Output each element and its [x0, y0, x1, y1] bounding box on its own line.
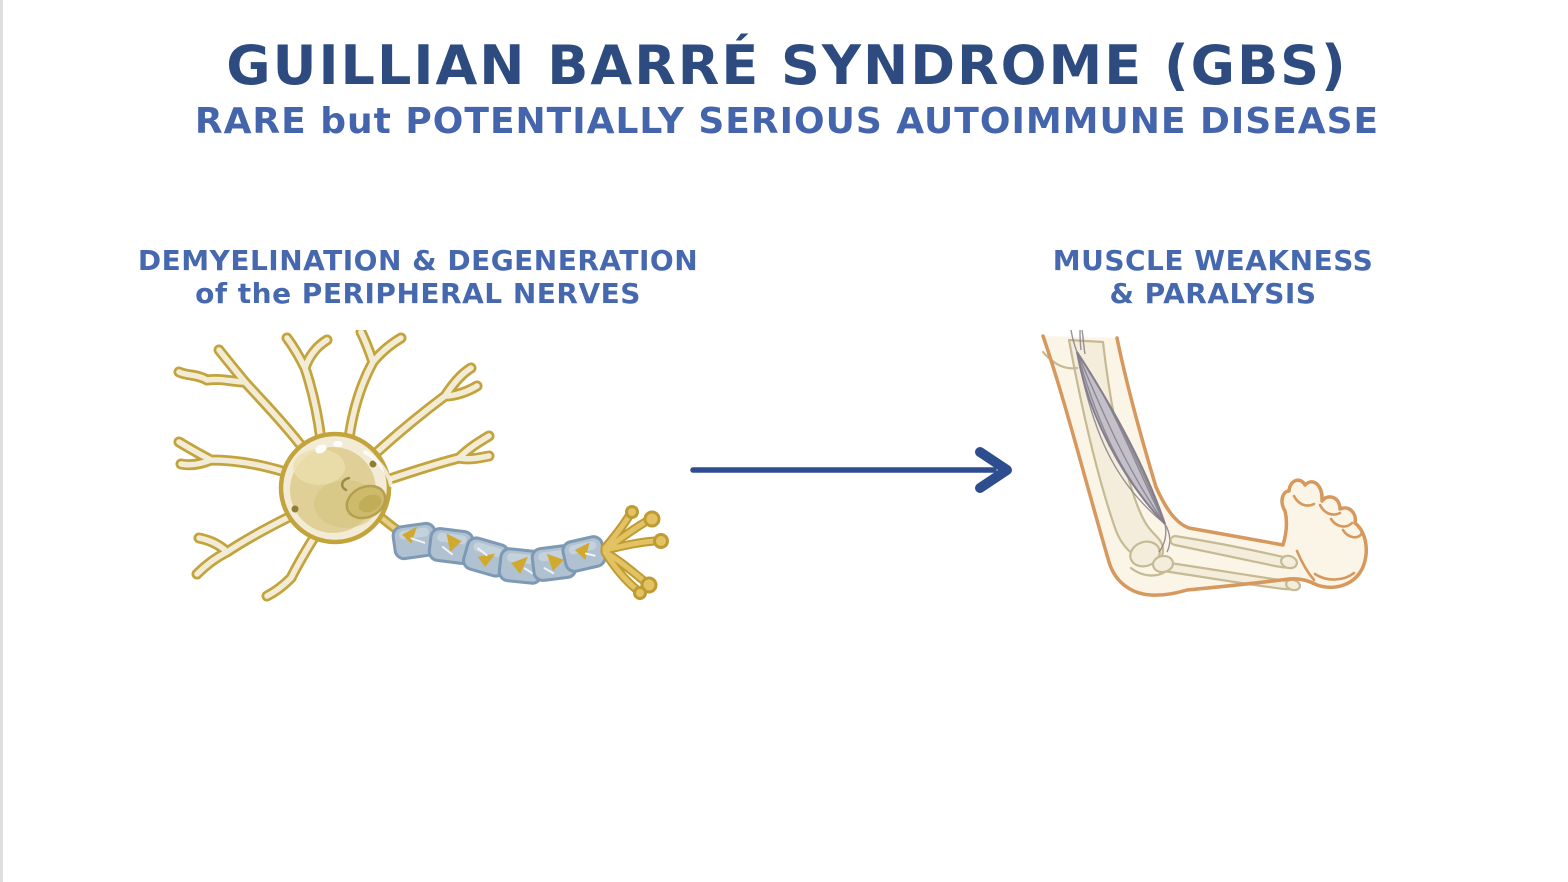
soma-spot: [291, 505, 299, 513]
fist: [1292, 494, 1364, 582]
effect-label: MUSCLE WEAKNESS & PARALYSIS: [1018, 244, 1408, 310]
arm-outline: [1041, 334, 1368, 597]
effect-label-line1: MUSCLE WEAKNESS: [1052, 244, 1374, 277]
arm-illustration: [1041, 330, 1368, 597]
myelin-segment: [497, 547, 545, 585]
myelin-sheath: [391, 521, 607, 585]
myelin-segment: [427, 527, 475, 565]
cause-label-line2: of the PERIPHERAL NERVES: [195, 277, 641, 310]
soma: [278, 431, 393, 545]
dendrites: [173, 330, 495, 602]
axon-terminals: [600, 505, 669, 600]
page-title: GUILLIAN BARRÉ SYNDROME (GBS): [226, 34, 1348, 97]
cause-effect-arrow-icon: [690, 447, 1012, 493]
myelin-segment: [561, 535, 607, 573]
effect-label-line2: & PARALYSIS: [1109, 277, 1317, 310]
neuron-illustration: [173, 330, 669, 602]
cause-label-line1: DEMYELINATION & DEGENERATION: [137, 244, 699, 277]
biceps-muscle: [1070, 330, 1171, 553]
soma-spot: [369, 460, 377, 468]
nucleus: [345, 484, 387, 520]
cause-label: DEMYELINATION & DEGENERATION of the PERI…: [123, 244, 713, 310]
page-subtitle: RARE but POTENTIALLY SERIOUS AUTOIMMUNE …: [194, 101, 1380, 142]
